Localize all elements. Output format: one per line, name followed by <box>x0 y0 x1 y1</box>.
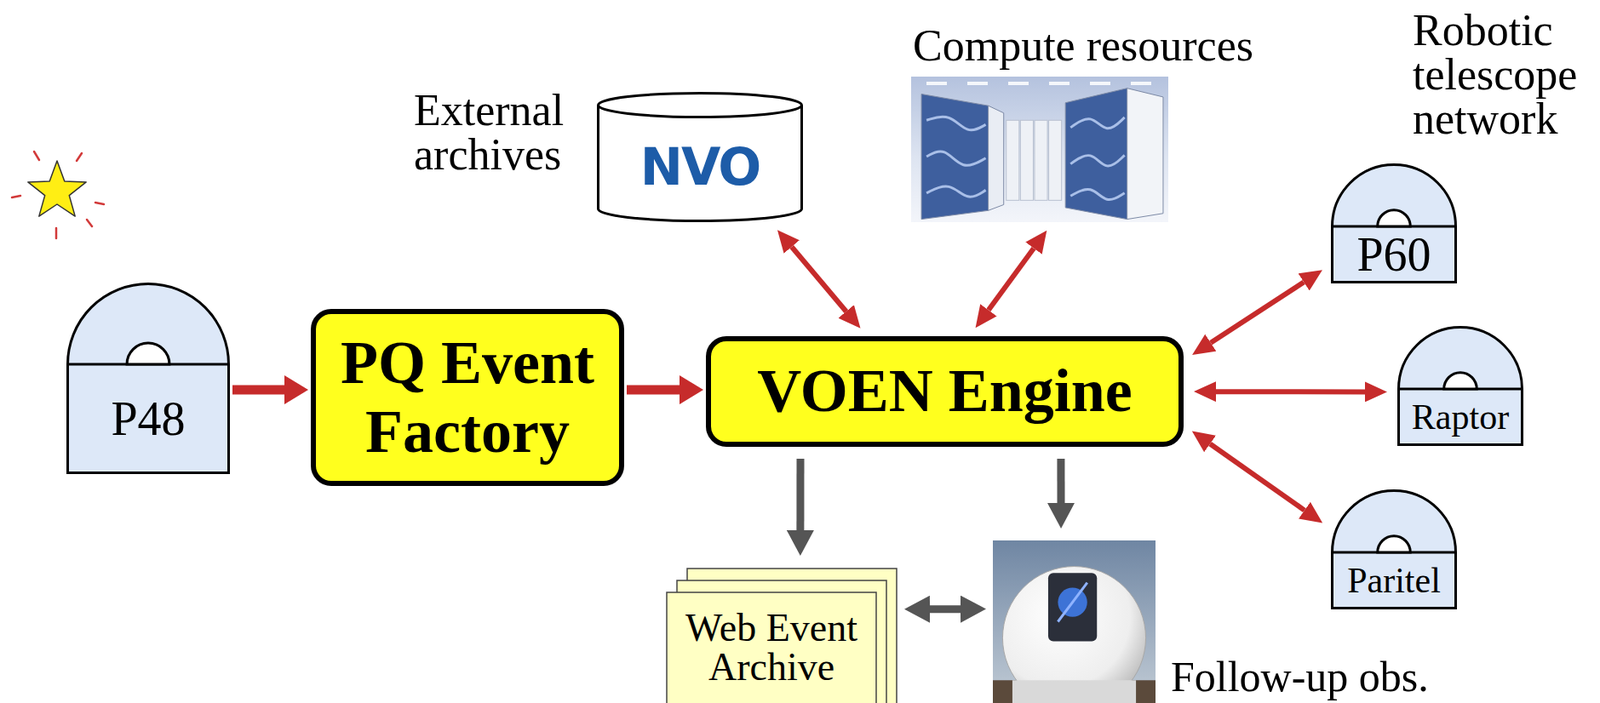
flow-arrow <box>1056 458 1065 504</box>
document-page <box>666 592 877 703</box>
sparkle-line <box>34 151 40 161</box>
cabinet-panel <box>921 94 989 220</box>
flow-arrow <box>1210 281 1304 343</box>
observatory-photo <box>992 540 1156 703</box>
node-text: P60 <box>1356 229 1431 281</box>
ground <box>992 680 1156 703</box>
rack <box>1034 120 1048 201</box>
panel-pattern <box>926 116 986 131</box>
sparkle-line <box>95 202 104 205</box>
sparkle <box>11 151 104 239</box>
node-body: P48 <box>66 364 230 475</box>
node-body <box>911 76 1169 223</box>
panel-pattern <box>1070 154 1125 167</box>
cabinet-side <box>988 105 1004 211</box>
node-body: PQ Event Factory <box>315 314 620 482</box>
process-box: PQ Event Factory <box>310 309 625 487</box>
dome-slit <box>1377 210 1411 227</box>
ceiling-light <box>1130 81 1152 86</box>
flow-arrow <box>988 248 1034 311</box>
node-text: NVO <box>640 140 761 195</box>
node-text: VOEN Engine <box>756 359 1133 425</box>
node-body: P60 <box>1330 226 1457 284</box>
node-body: NVO <box>596 112 803 223</box>
flow-arrow <box>1210 443 1305 511</box>
ceiling-light <box>967 81 988 86</box>
group-label: Robotic telescope network <box>1412 8 1588 142</box>
sparkle-line <box>11 195 21 198</box>
panel-pattern <box>926 151 986 166</box>
heading-holder: External archives <box>413 88 572 178</box>
cylinder-top <box>598 93 803 118</box>
sparkle-line <box>86 219 92 227</box>
telescope-dome: P60 <box>1330 163 1457 284</box>
ceiling-light <box>1049 81 1070 86</box>
ceiling-light <box>926 81 947 86</box>
dome-body <box>68 284 230 474</box>
rack <box>1049 120 1062 201</box>
node-text: PQ Event Factory <box>327 328 608 466</box>
heading-holder: Follow-up obs. <box>1170 655 1478 699</box>
flow-arrow <box>929 605 961 614</box>
node-text: Raptor <box>1411 398 1509 436</box>
sparkle-line <box>55 228 58 239</box>
observatory-picture-outline <box>992 540 1156 703</box>
database-cylinder: NVOExternal archives <box>596 91 803 223</box>
panel-pattern <box>1070 189 1125 200</box>
rack <box>1006 120 1020 201</box>
telescope-tube <box>1057 583 1087 623</box>
heading-holder: Compute resources <box>912 23 1279 69</box>
node-text: P48 <box>110 394 185 445</box>
compute-picture-outline <box>911 76 1169 223</box>
room-ground <box>911 76 1169 223</box>
telescope-dome: Raptor <box>1397 326 1524 447</box>
telescope-dome: Paritel <box>1330 489 1457 610</box>
observatory-picture: Follow-up obs. <box>992 540 1156 703</box>
star-shape <box>28 160 87 217</box>
node-text: Paritel <box>1347 562 1441 600</box>
telescope-dome-outline <box>66 282 230 475</box>
document-stack: Web Event Archive <box>665 567 898 703</box>
dome <box>1002 567 1146 703</box>
computer-room <box>911 76 1169 223</box>
panel-pattern <box>926 186 986 197</box>
flow-arrow <box>232 385 285 396</box>
dome-slit <box>1048 573 1097 642</box>
flow-arrow <box>796 458 804 531</box>
compute-picture: Compute resources <box>911 76 1169 223</box>
cabinet-side <box>1127 88 1164 220</box>
node-body: Paritel <box>1330 552 1457 610</box>
dome-body <box>1332 491 1457 609</box>
dome-body <box>1399 327 1523 446</box>
dome-slit <box>1444 372 1477 390</box>
ceiling-light <box>1089 81 1111 86</box>
node-body <box>992 540 1156 703</box>
node-heading: Compute resources <box>912 23 1279 69</box>
flow-arrow <box>1215 389 1365 395</box>
dome-base <box>1012 680 1136 703</box>
flow-arrow <box>626 385 680 396</box>
dome-slit <box>126 343 170 365</box>
node-body: VOEN Engine <box>711 341 1179 442</box>
node-body: Web Event Archive <box>665 591 878 703</box>
node-heading: Follow-up obs. <box>1170 655 1478 699</box>
telescope-dome: P48 <box>66 282 230 475</box>
flow-arrow <box>791 246 847 312</box>
node-heading: External archives <box>413 88 572 178</box>
panel-pattern <box>1070 117 1125 129</box>
dome-slit <box>1377 536 1411 553</box>
process-box: VOEN Engine <box>705 336 1184 448</box>
sparkle-line <box>76 153 82 161</box>
node-text: Web Event Archive <box>672 608 871 688</box>
ceiling-light <box>1008 81 1029 86</box>
rack <box>1020 120 1033 201</box>
cylinder-body <box>598 105 803 222</box>
dome-body <box>1332 165 1457 283</box>
cabinet-panel <box>1065 88 1127 220</box>
node-body: Raptor <box>1397 389 1524 447</box>
